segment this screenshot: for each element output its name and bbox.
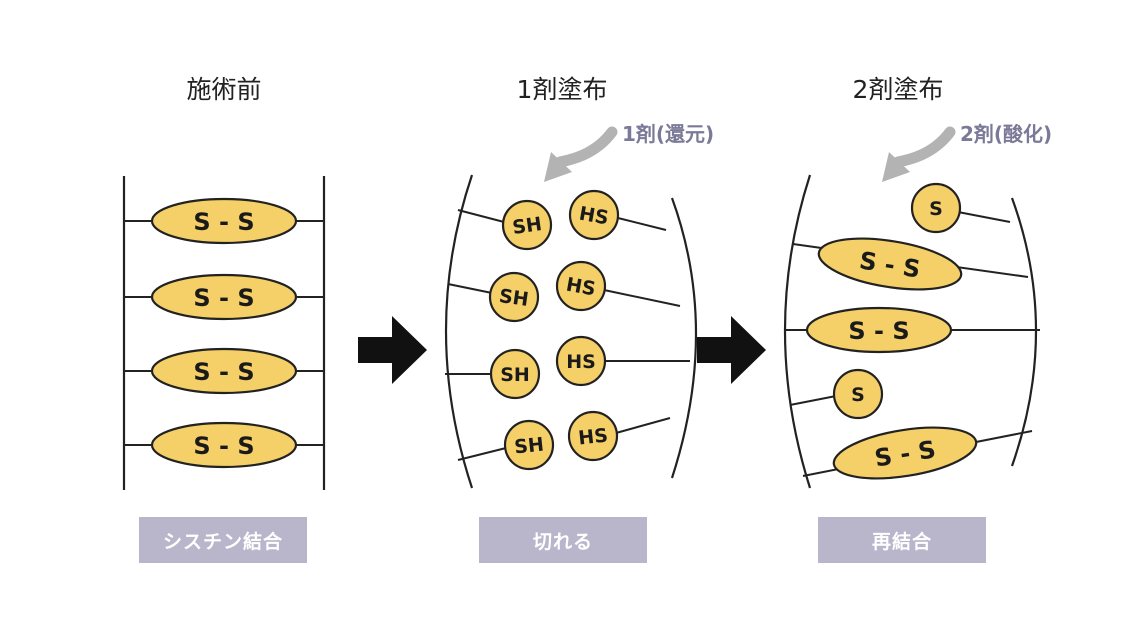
oxidation-arrow bbox=[892, 126, 956, 168]
panel-agent1: 1剤(還元) SH HS SH HS SH bbox=[444, 122, 714, 489]
svg-text:HS: HS bbox=[577, 425, 609, 450]
thiol-group: SH bbox=[501, 199, 553, 251]
svg-text:HS: HS bbox=[564, 274, 597, 301]
sulfur-atom: S bbox=[910, 182, 962, 234]
thiol-group: SH bbox=[503, 419, 555, 471]
svg-text:HS: HS bbox=[577, 203, 610, 230]
svg-text:HS: HS bbox=[566, 351, 596, 373]
thiol-group: SH bbox=[489, 348, 541, 400]
stage-title-before: 施術前 bbox=[186, 75, 261, 104]
disulfide-bond: S - S bbox=[124, 273, 324, 321]
panel-agent2: 2剤(酸化) S S - S S - S S S - S bbox=[783, 122, 1052, 489]
thiol-group: HS bbox=[567, 410, 619, 462]
panel-before: S - S S - S S - S S - S bbox=[122, 176, 326, 490]
svg-text:SH: SH bbox=[500, 364, 530, 386]
keratin-chain-left bbox=[783, 174, 812, 489]
bond-label: S - S bbox=[193, 358, 254, 386]
svg-text:S: S bbox=[851, 384, 865, 406]
keratin-chain-left bbox=[444, 174, 474, 489]
agent1-label: 1剤(還元) bbox=[622, 122, 714, 146]
keratin-chain-right bbox=[1010, 197, 1038, 467]
stage-title-agent2: 2剤塗布 bbox=[853, 75, 944, 104]
agent2-label: 2剤(酸化) bbox=[960, 122, 1052, 146]
caption-cystine-bond: シスチン結合 bbox=[139, 517, 307, 563]
disulfide-bond: S - S bbox=[124, 421, 324, 469]
caption-rebond: 再結合 bbox=[818, 517, 986, 563]
stage-title-agent1: 1剤塗布 bbox=[517, 75, 608, 104]
thiol-group: HS bbox=[568, 189, 620, 241]
disulfide-bond: S - S bbox=[124, 197, 324, 245]
bond-label: S - S bbox=[193, 432, 254, 460]
thiol-group: HS bbox=[555, 335, 607, 387]
disulfide-bond: S - S bbox=[805, 306, 953, 354]
thiol-group: SH bbox=[488, 271, 540, 323]
svg-text:SH: SH bbox=[498, 285, 530, 311]
process-arrow-1 bbox=[358, 316, 427, 384]
svg-text:SH: SH bbox=[513, 434, 545, 459]
thiol-group: HS bbox=[555, 260, 607, 312]
disulfide-bond: S - S bbox=[124, 347, 324, 395]
svg-text:S - S: S - S bbox=[848, 317, 909, 345]
reduction-arrow-head bbox=[544, 152, 572, 182]
disulfide-bond: S - S bbox=[832, 426, 978, 480]
keratin-chain-right bbox=[670, 197, 698, 479]
oxidation-arrow-head bbox=[882, 152, 910, 182]
reduction-arrow bbox=[554, 126, 618, 168]
svg-text:S: S bbox=[929, 198, 943, 220]
process-arrow-2 bbox=[697, 316, 766, 384]
bond-label: S - S bbox=[193, 208, 254, 236]
disulfide-bond: S - S bbox=[817, 237, 963, 291]
sulfur-atom: S bbox=[832, 368, 884, 420]
caption-broken: 切れる bbox=[479, 517, 647, 563]
bond-label: S - S bbox=[193, 284, 254, 312]
svg-text:SH: SH bbox=[511, 213, 543, 239]
